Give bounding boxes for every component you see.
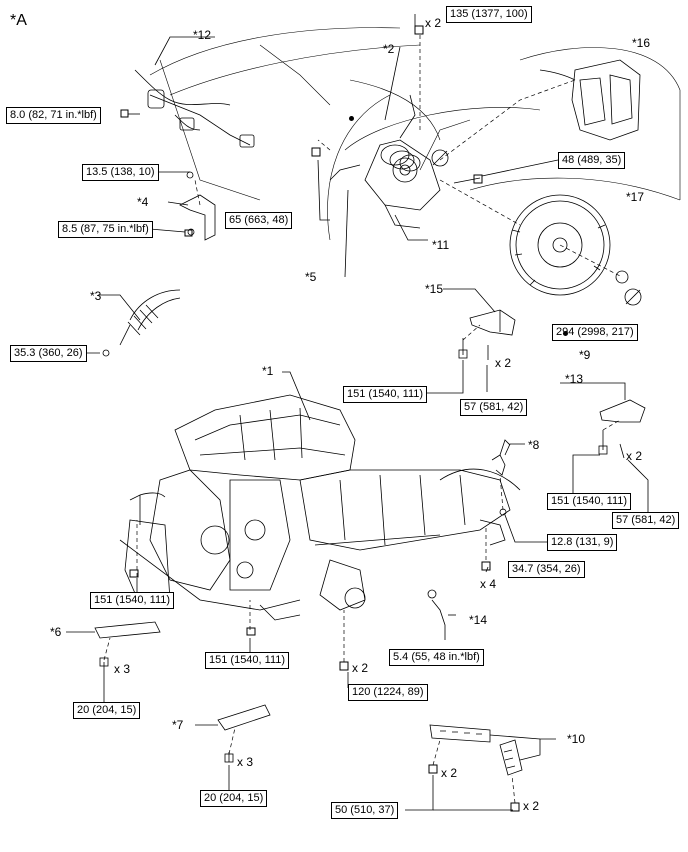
hub-nut-symbol xyxy=(615,270,642,306)
hose-part-3 xyxy=(102,289,181,357)
qty-34-7: x 4 xyxy=(480,577,497,591)
torque-spec-35-3: 35.3 (360, 26) xyxy=(10,345,87,362)
cover-part-10 xyxy=(429,724,523,776)
plate-part-7 xyxy=(217,704,271,763)
callout-16: *16 xyxy=(632,36,651,50)
callout-3: *3 xyxy=(90,289,102,303)
leader-lines xyxy=(66,14,649,811)
torque-spec-151-d: 151 (1540, 111) xyxy=(205,652,290,669)
qty-part-10-a: x 2 xyxy=(441,766,458,780)
qty-part-6: x 3 xyxy=(114,662,131,676)
sensor-part-8 xyxy=(491,439,511,516)
qty-part-10-b: x 2 xyxy=(523,799,540,813)
callout-5: *5 xyxy=(305,270,317,284)
engine-transmission-part-1 xyxy=(119,394,521,621)
qty-120: x 2 xyxy=(352,661,369,675)
callout-14: *14 xyxy=(469,613,488,627)
figure-label: *A xyxy=(10,12,27,29)
bullet-marker-hub-nut xyxy=(349,116,354,121)
callout-17: *17 xyxy=(626,190,645,204)
callout-10: *10 xyxy=(567,732,586,746)
torque-spec-120: 120 (1224, 89) xyxy=(348,684,428,701)
torque-spec-48: 48 (489, 35) xyxy=(558,152,626,169)
brake-caliper-part-16 xyxy=(539,59,641,141)
torque-spec-65: 65 (663, 48) xyxy=(225,212,293,229)
torque-spec-34-7: 34.7 (354, 26) xyxy=(508,561,585,578)
nut-symbol-near-hub xyxy=(431,149,449,167)
torque-spec-294: 294 (2998, 217) xyxy=(552,324,638,341)
torque-spec-151-a: 151 (1540, 111) xyxy=(343,386,428,403)
callout-6: *6 xyxy=(50,625,62,639)
callout-2: *2 xyxy=(383,42,395,56)
plate-part-6 xyxy=(94,621,161,672)
torque-spec-13-5: 13.5 (138, 10) xyxy=(82,164,159,181)
torque-spec-57-b: 57 (581, 42) xyxy=(612,512,680,529)
torque-spec-57-a: 57 (581, 42) xyxy=(460,399,528,416)
torque-spec-20-a: 20 (204, 15) xyxy=(73,702,141,719)
callout-7: *7 xyxy=(172,718,184,732)
qty-part-7: x 3 xyxy=(237,755,254,769)
torque-spec-50: 50 (510, 37) xyxy=(331,802,399,819)
qty-part-15: x 2 xyxy=(495,356,512,370)
torque-spec-5-4: 5.4 (55, 48 in.*lbf) xyxy=(389,649,484,666)
callout-1: *1 xyxy=(262,364,274,378)
torque-spec-151-b: 151 (1540, 111) xyxy=(547,493,632,510)
bullet-marker-294 xyxy=(563,331,568,336)
steering-knuckle-part-11 xyxy=(329,94,441,229)
brake-disc-part-17 xyxy=(509,194,611,296)
callout-8: *8 xyxy=(528,438,540,452)
torque-spec-151-c: 151 (1540, 111) xyxy=(90,592,175,609)
wire-harness-part-12 xyxy=(134,69,255,148)
bolt-glyphs xyxy=(120,25,520,812)
callout-11: *11 xyxy=(432,238,450,252)
torque-spec-12-8: 12.8 (131, 9) xyxy=(547,534,618,551)
callout-13: *13 xyxy=(565,372,584,386)
torque-spec-8-0: 8.0 (82, 71 in.*lbf) xyxy=(6,107,101,124)
bracket-part-15 xyxy=(458,309,516,360)
qty-part-13: x 2 xyxy=(626,449,643,463)
callout-15: *15 xyxy=(425,282,444,296)
drive-shaft-boot xyxy=(380,144,421,172)
callout-12: *12 xyxy=(193,28,212,42)
bracket-part-13 xyxy=(598,399,646,459)
torque-spec-135: 135 (1377, 100) xyxy=(446,6,532,23)
callout-9: *9 xyxy=(579,348,591,362)
dashed-assembly-lines xyxy=(103,35,623,804)
pipe-part-14 xyxy=(427,589,446,640)
body-panel-outline xyxy=(149,27,681,241)
torque-spec-20-b: 20 (204, 15) xyxy=(200,790,268,807)
qty-135: x 2 xyxy=(425,16,442,30)
callout-4: *4 xyxy=(137,195,149,209)
torque-spec-8-5: 8.5 (87, 75 in.*lbf) xyxy=(58,221,153,238)
